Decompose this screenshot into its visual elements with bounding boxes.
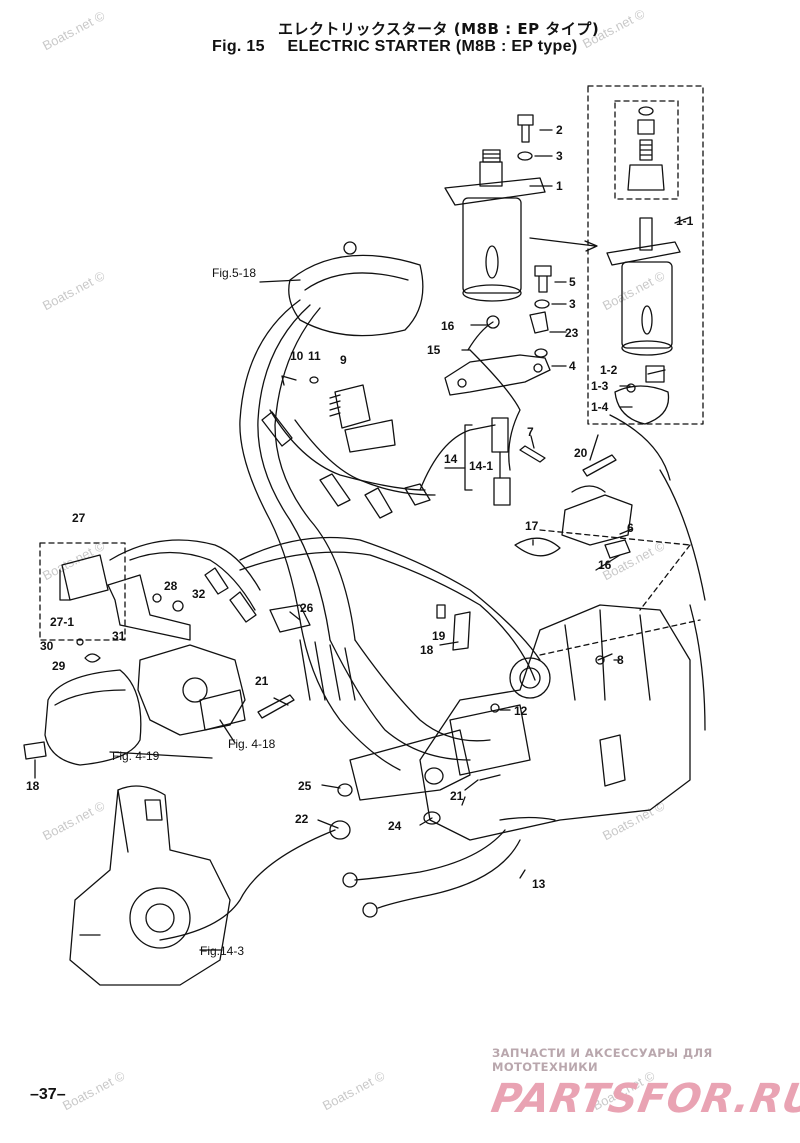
part-label-31: 31 [112, 629, 126, 643]
part-label-21b: 21 [450, 789, 464, 803]
part-label-3: 3 [556, 149, 563, 163]
part-label-8: 8 [617, 653, 624, 667]
part-label-7: 7 [527, 425, 534, 439]
part-label-18a: 18 [420, 643, 434, 657]
part-label-32: 32 [192, 587, 206, 601]
figure-number: Fig. 15 [212, 38, 265, 55]
part-label-14: 14 [444, 452, 458, 466]
part-label-22: 22 [295, 812, 309, 826]
part-label-6: 6 [627, 521, 634, 535]
part-label-24: 24 [388, 819, 402, 833]
part-label-28: 28 [164, 579, 178, 593]
part-label-27: 27 [72, 511, 86, 525]
part-label-25: 25 [298, 779, 312, 793]
part-label-1-1: 1-1 [676, 214, 694, 228]
figure-ref-5-18: Fig.5-18 [212, 266, 256, 280]
figure-ref-4-19: Fig. 4-19 [112, 749, 160, 763]
part-label-18b: 18 [26, 779, 40, 793]
brand-block[interactable]: ЗАПЧАСТИ И АКСЕССУАРЫ ДЛЯ МОТОТЕХНИКИ PA… [488, 1046, 800, 1122]
part-label-1-4: 1-4 [591, 400, 609, 414]
part-label-1-2: 1-2 [600, 363, 618, 377]
part-label-11: 11 [308, 349, 321, 363]
part-label-14-1: 14-1 [469, 459, 493, 473]
brand-logo[interactable]: PARTSFOR.RU [487, 1076, 800, 1122]
part-label-13: 13 [532, 877, 546, 891]
part-label-20: 20 [574, 446, 588, 460]
figure-ref-4-18: Fig. 4-18 [228, 737, 276, 751]
part-label-9: 9 [340, 353, 347, 367]
part-label-10: 10 [290, 349, 304, 363]
part-label-19: 19 [432, 629, 446, 643]
part-label-30: 30 [40, 639, 54, 653]
part-label-1-3: 1-3 [591, 379, 609, 393]
part-label-3b: 3 [569, 297, 576, 311]
part-label-26: 26 [300, 601, 314, 615]
part-label-27-1: 27-1 [50, 615, 74, 629]
part-label-2: 2 [556, 123, 563, 137]
part-label-12: 12 [514, 704, 528, 718]
part-label-16a: 16 [441, 319, 455, 333]
part-label-15: 15 [427, 343, 441, 357]
figure-title-english: ELECTRIC STARTER (M8B : EP type) [287, 38, 578, 55]
title-japanese: エレクトリックスタータ (M8B : EP タイプ) [278, 20, 600, 38]
part-label-5: 5 [569, 275, 576, 289]
part-label-16b: 16 [598, 558, 612, 572]
part-label-1: 1 [556, 179, 563, 193]
page-number: –37– [30, 1086, 66, 1103]
part-label-23: 23 [565, 326, 579, 340]
part-label-17: 17 [525, 519, 539, 533]
part-label-4: 4 [569, 359, 576, 373]
figure-title: Fig. 15 ELECTRIC STARTER (M8B : EP type) [212, 38, 577, 56]
starter-motor-drawing [444, 149, 546, 302]
part-label-29: 29 [52, 659, 66, 673]
part-label-21a: 21 [255, 674, 269, 688]
figure-ref-14-3: Fig.14-3 [200, 944, 244, 958]
brand-tagline: ЗАПЧАСТИ И АКСЕССУАРЫ ДЛЯ МОТОТЕХНИКИ [492, 1046, 713, 1074]
